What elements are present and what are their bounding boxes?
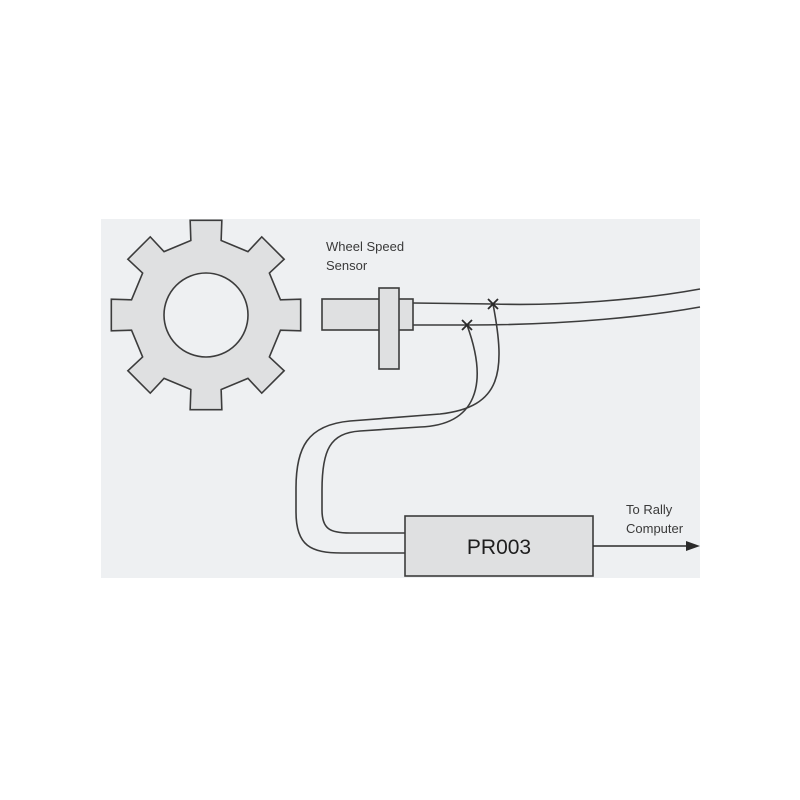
- output-label-line1: To Rally: [626, 502, 673, 517]
- gear-icon: [110, 219, 302, 411]
- wheel-speed-sensor: [321, 287, 414, 370]
- sensor-label-line2: Sensor: [326, 258, 368, 273]
- sensor-cable: [412, 288, 701, 326]
- sensor-cable-lower: [413, 306, 701, 326]
- arrow-right-icon: [593, 541, 700, 551]
- tap-cable: [295, 303, 500, 554]
- splice-cross-mark: [487, 298, 499, 310]
- module-label: PR003: [467, 536, 531, 559]
- sensor-label-line1: Wheel Speed: [326, 239, 404, 254]
- pr003-module: [404, 515, 594, 577]
- sensor-flange: [378, 287, 400, 370]
- tap-cable-outer: [295, 303, 500, 554]
- splice-cross-mark: [461, 319, 473, 331]
- output-label-line2: Computer: [626, 521, 684, 536]
- sensor-cable-upper: [412, 288, 701, 306]
- tap-cable-inner: [321, 324, 478, 534]
